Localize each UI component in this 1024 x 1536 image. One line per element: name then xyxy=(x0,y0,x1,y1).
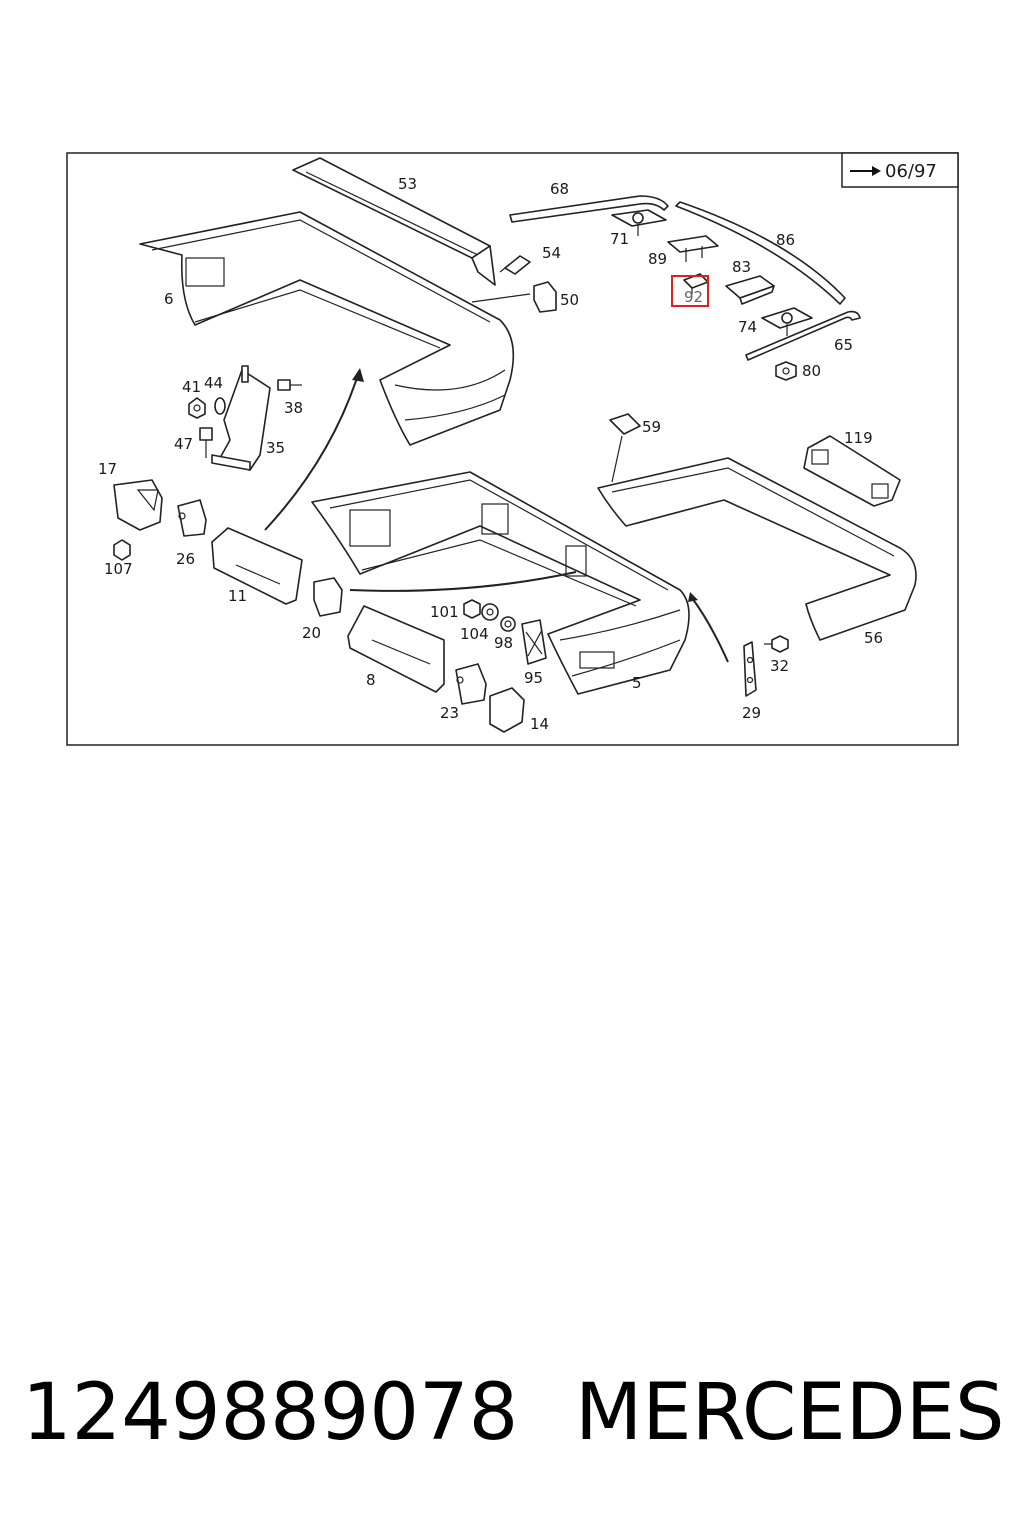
part-74-clip xyxy=(761,307,813,336)
callout-23: 23 xyxy=(440,704,459,722)
callout-104: 104 xyxy=(460,625,489,643)
callout-71: 71 xyxy=(610,230,629,248)
brand-name: MERCEDES xyxy=(575,1368,1005,1458)
part-11-absorber xyxy=(211,527,303,605)
callout-11: 11 xyxy=(228,587,247,605)
callout-119: 119 xyxy=(844,429,873,447)
part-119-cover xyxy=(803,435,901,507)
part-86-strip xyxy=(675,201,846,305)
callout-56: 56 xyxy=(864,629,883,647)
part-14-cap xyxy=(489,687,525,733)
part-68-strip xyxy=(509,195,669,223)
part-20-bracket xyxy=(313,577,343,617)
callout-47: 47 xyxy=(174,435,193,453)
callout-38: 38 xyxy=(284,399,303,417)
part-107-nut xyxy=(113,539,131,561)
callout-68: 68 xyxy=(550,180,569,198)
callout-80: 80 xyxy=(802,362,821,380)
part-5-bumper xyxy=(311,471,690,695)
callout-8: 8 xyxy=(366,671,376,689)
part-29-bracket xyxy=(743,641,757,697)
part-53-strip xyxy=(292,157,496,286)
parts-diagram: 06/97 xyxy=(66,152,959,746)
part-56-bumper-trim xyxy=(597,457,917,641)
callout-53: 53 xyxy=(398,175,417,193)
part-44-washer xyxy=(214,397,226,415)
part-101-nut xyxy=(463,599,481,619)
callout-98: 98 xyxy=(494,634,513,652)
callout-6: 6 xyxy=(164,290,174,308)
callout-14: 14 xyxy=(530,715,549,733)
part-6-bumper-cover xyxy=(139,211,515,446)
callout-44: 44 xyxy=(204,374,223,392)
callout-50: 50 xyxy=(560,291,579,309)
callout-107: 107 xyxy=(104,560,133,578)
part-95-pad xyxy=(521,619,547,665)
part-number: 1249889078 xyxy=(22,1368,519,1458)
part-80-nut xyxy=(775,361,797,381)
part-89-clip xyxy=(667,235,719,262)
callout-54: 54 xyxy=(542,244,561,262)
part-98-washer xyxy=(500,616,516,632)
footer-caption: 1249889078 MERCEDES xyxy=(0,1368,1024,1478)
version-label: 06/97 xyxy=(885,161,937,182)
part-41-nut xyxy=(188,397,206,419)
part-32-screw xyxy=(764,635,789,653)
part-83-bracket xyxy=(725,275,775,305)
callout-59: 59 xyxy=(642,418,661,436)
part-71-clip xyxy=(611,209,667,236)
callout-89: 89 xyxy=(648,250,667,268)
callout-65: 65 xyxy=(834,336,853,354)
part-35-bracket xyxy=(211,365,271,471)
callout-74: 74 xyxy=(738,318,757,336)
callout-35: 35 xyxy=(266,439,285,457)
callout-86: 86 xyxy=(776,231,795,249)
callout-32: 32 xyxy=(770,657,789,675)
callout-26: 26 xyxy=(176,550,195,568)
callout-5: 5 xyxy=(632,674,642,692)
part-59-clip xyxy=(609,413,641,483)
callout-29: 29 xyxy=(742,704,761,722)
part-65-strip xyxy=(745,310,861,361)
part-38-bolt xyxy=(277,379,302,391)
callout-41: 41 xyxy=(182,378,201,396)
callout-92: 92 xyxy=(684,288,703,306)
callout-17: 17 xyxy=(98,460,117,478)
part-26-bracket xyxy=(177,499,207,537)
callout-20: 20 xyxy=(302,624,321,642)
part-50-bracket xyxy=(471,281,557,313)
callout-101: 101 xyxy=(430,603,459,621)
part-17-cap xyxy=(113,479,163,531)
highlight-box-92 xyxy=(671,275,709,307)
part-23-bracket xyxy=(455,663,487,705)
part-104-washer xyxy=(481,603,499,621)
part-54-clip xyxy=(499,255,531,275)
part-47-bolt xyxy=(199,427,213,458)
callout-83: 83 xyxy=(732,258,751,276)
callout-95: 95 xyxy=(524,669,543,687)
arrow-right-icon xyxy=(850,166,881,176)
part-8-absorber xyxy=(347,605,445,693)
